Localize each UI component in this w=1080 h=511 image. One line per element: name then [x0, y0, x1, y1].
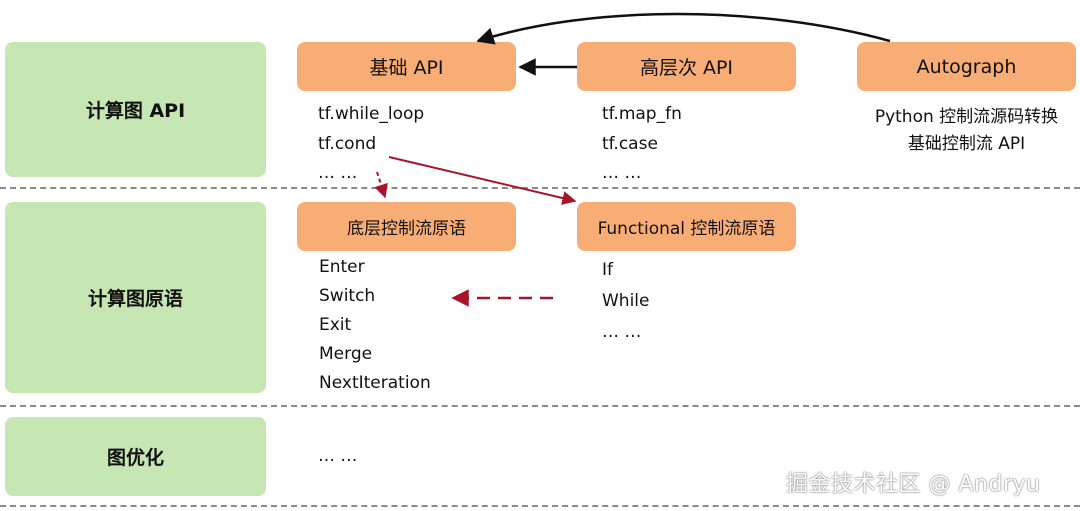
watermark: 掘金技术社区 @ Andryu — [786, 472, 1041, 497]
box-base-api-label: 基础 API — [369, 57, 444, 79]
base-api-item: tf.cond — [318, 134, 377, 154]
layer-graph-primitives-label: 计算图原语 — [87, 288, 183, 310]
low-primitive-item: Switch — [319, 286, 376, 306]
divider-3 — [0, 505, 1080, 507]
autograph-desc-line: Python 控制流源码转换 — [874, 107, 1059, 127]
divider-2 — [0, 405, 1080, 407]
functional-item: If — [602, 260, 613, 280]
optimization-item: … … — [318, 446, 358, 466]
autograph-desc-line: 基础控制流 API — [907, 134, 1026, 154]
low-primitive-item: Enter — [319, 257, 365, 277]
base-api-item: … … — [318, 163, 358, 183]
layer-graph-primitives: 计算图原语 — [5, 202, 266, 393]
box-low-level-primitives: 底层控制流原语 — [297, 202, 516, 251]
box-autograph-label: Autograph — [916, 55, 1017, 78]
low-primitive-item: Merge — [319, 344, 373, 364]
layer-graph-api: 计算图 API — [5, 42, 266, 177]
layer-graph-optimization-label: 图优化 — [106, 447, 164, 469]
arrow-autograph-to-base-api — [476, 12, 891, 45]
functional-item: … … — [602, 322, 642, 342]
arrow-base-api-to-low-primitives — [374, 171, 388, 199]
high-api-item: tf.case — [602, 134, 658, 154]
box-functional-primitives: Functional 控制流原语 — [577, 202, 796, 251]
box-high-level-api-label: 高层次 API — [639, 57, 734, 79]
layer-graph-optimization: 图优化 — [5, 417, 266, 496]
box-base-api: 基础 API — [297, 42, 516, 91]
low-primitive-item: NextIteration — [319, 373, 431, 393]
box-high-level-api: 高层次 API — [577, 42, 796, 91]
box-low-level-primitives-label: 底层控制流原语 — [347, 219, 466, 239]
base-api-item: tf.while_loop — [318, 104, 425, 124]
divider-1 — [0, 187, 1080, 189]
high-api-item: tf.map_fn — [602, 104, 682, 124]
low-primitive-item: Exit — [319, 315, 352, 335]
arrow-tf-cond-to-functional — [388, 156, 577, 205]
high-api-item: … … — [602, 163, 642, 183]
box-functional-primitives-label: Functional 控制流原语 — [597, 219, 776, 239]
layer-graph-api-label: 计算图 API — [85, 100, 186, 122]
box-autograph: Autograph — [857, 42, 1076, 91]
functional-item: While — [602, 291, 650, 311]
